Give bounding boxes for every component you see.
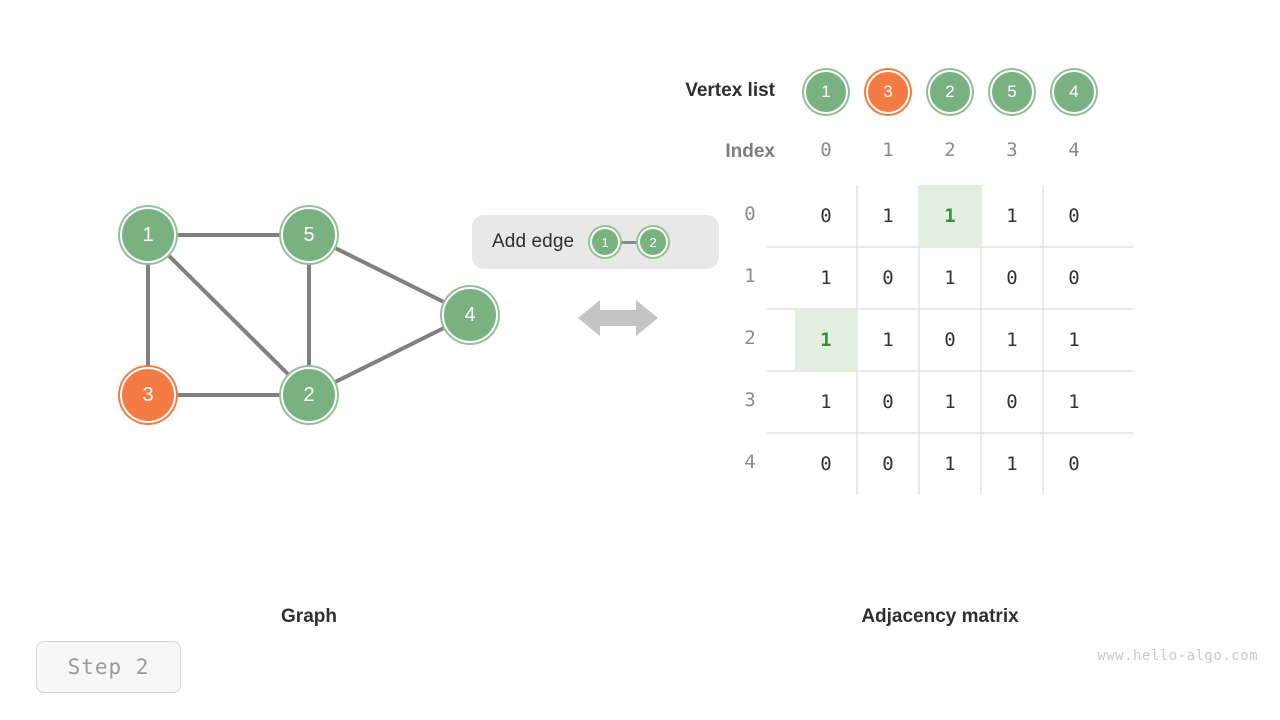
matrix-cell-1-4: 0: [1068, 267, 1080, 289]
row-index-2: 2: [744, 327, 756, 349]
graph-node-4: 4: [442, 287, 498, 343]
caption-graph: Graph: [281, 606, 337, 627]
matrix-cell-1-1: 0: [882, 267, 894, 289]
matrix-cell-3-2: 1: [944, 391, 956, 413]
matrix-cell-3-1: 0: [882, 391, 894, 413]
column-index-3: 3: [1006, 139, 1018, 161]
row-index-0: 0: [744, 203, 756, 225]
graph-node-1: 1: [120, 207, 176, 263]
double-arrow-icon: [578, 300, 658, 336]
matrix-cell-0-4: 0: [1068, 205, 1080, 227]
matrix-cell-4-1: 0: [882, 453, 894, 475]
matrix-cell-1-2: 1: [944, 267, 956, 289]
matrix-cell-2-2: 0: [944, 329, 956, 351]
column-index-0: 0: [820, 139, 832, 161]
vertex-list-node-1: 3: [866, 70, 910, 114]
matrix-cell-4-4: 0: [1068, 453, 1080, 475]
matrix-cell-2-1: 1: [882, 329, 894, 351]
step-badge: Step 2: [36, 641, 181, 693]
watermark: www.hello-algo.com: [1097, 648, 1258, 664]
column-index-4: 4: [1068, 139, 1080, 161]
graph-edges: [146, 233, 471, 397]
operation-badge: Add edge 1 2: [472, 215, 719, 269]
matrix-grid-lines: [767, 185, 1133, 495]
matrix-cell-4-3: 1: [1006, 453, 1018, 475]
matrix-cell-0-1: 1: [882, 205, 894, 227]
operation-endpoint-b: 2: [638, 227, 669, 257]
column-index-1: 1: [882, 139, 894, 161]
operation-endpoint-a: 1: [590, 227, 621, 257]
row-index-1: 1: [744, 265, 756, 287]
vertex-list-label: Vertex list: [685, 80, 775, 101]
graph-node-5: 5: [281, 207, 337, 263]
index-label: Index: [725, 141, 775, 162]
vertex-list-node-2: 2: [928, 70, 972, 114]
vertex-list-node-0: 1: [804, 70, 848, 114]
graph-edge: [146, 233, 311, 397]
matrix-cell-1-0: 1: [820, 267, 832, 289]
matrix-cell-2-4: 1: [1068, 329, 1080, 351]
caption-adjacency-matrix: Adjacency matrix: [861, 606, 1019, 627]
row-index-3: 3: [744, 389, 756, 411]
graph-edge: [308, 233, 471, 317]
matrix-cell-3-3: 0: [1006, 391, 1018, 413]
vertex-list-node-4: 4: [1052, 70, 1096, 114]
vertex-list-node-3: 5: [990, 70, 1034, 114]
graph-node-2: 2: [281, 367, 337, 423]
matrix-cell-2-0: 1: [795, 309, 857, 371]
matrix-cell-0-2: 1: [919, 185, 981, 247]
graph-panel: 1 5 4 3 2: [0, 0, 560, 560]
operation-edge-preview: 1 2: [590, 227, 669, 257]
matrix-cell-4-2: 1: [944, 453, 956, 475]
matrix-cell-0-3: 1: [1006, 205, 1018, 227]
graph-node-3: 3: [120, 367, 176, 423]
matrix-cell-3-0: 1: [820, 391, 832, 413]
operation-label: Add edge: [492, 231, 575, 252]
column-index-2: 2: [944, 139, 956, 161]
matrix-cell-3-4: 1: [1068, 391, 1080, 413]
matrix-cell-0-0: 0: [820, 205, 832, 227]
graph-edge: [308, 313, 471, 397]
row-index-4: 4: [744, 451, 756, 473]
matrix-cell-1-3: 0: [1006, 267, 1018, 289]
operation-edge-link: [620, 240, 639, 244]
matrix-cell-4-0: 0: [820, 453, 832, 475]
matrix-cell-2-3: 1: [1006, 329, 1018, 351]
